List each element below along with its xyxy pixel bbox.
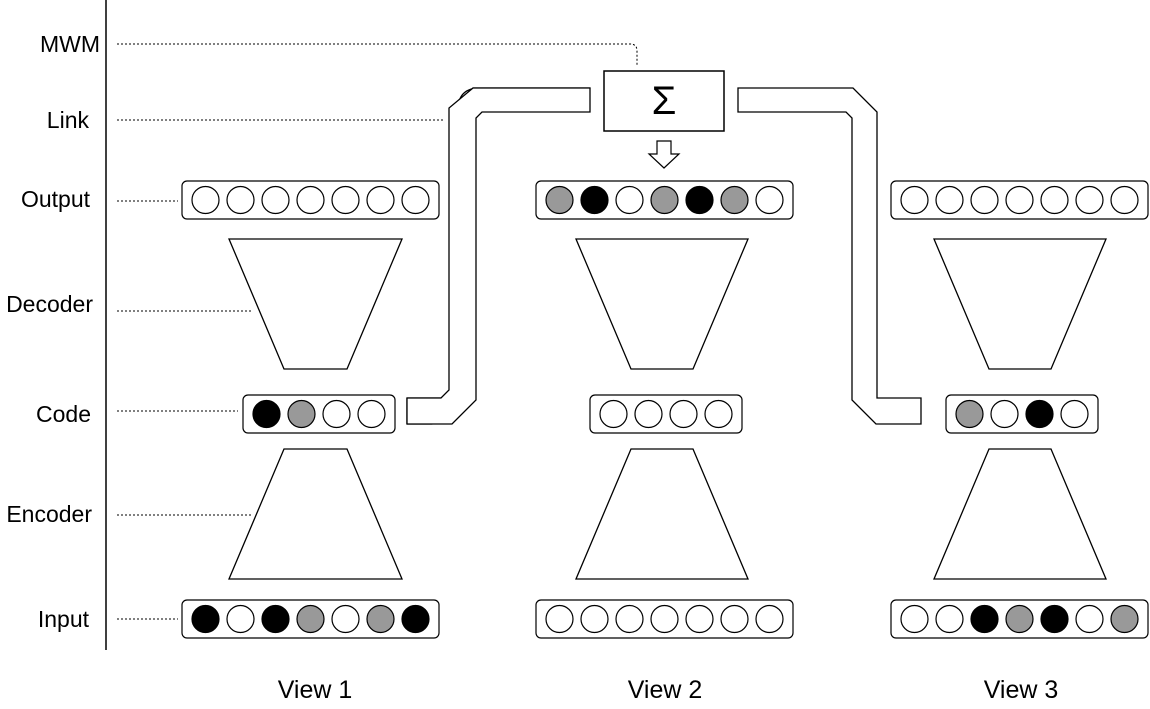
code-node bbox=[990, 399, 1019, 429]
output-node bbox=[900, 185, 929, 215]
row-label-input: Input bbox=[38, 606, 90, 632]
output-node bbox=[615, 185, 644, 215]
code-node bbox=[252, 399, 281, 429]
output-node bbox=[366, 185, 395, 215]
row-label-link: Link bbox=[47, 107, 90, 133]
input-node bbox=[720, 604, 749, 634]
code-layer-view-1 bbox=[242, 394, 396, 434]
code-node bbox=[599, 399, 628, 429]
input-node bbox=[401, 604, 430, 634]
leader-mwm bbox=[117, 43, 638, 66]
code-layer-view-3 bbox=[945, 394, 1099, 434]
input-node bbox=[226, 604, 255, 634]
input-node bbox=[1110, 604, 1139, 634]
code-node bbox=[322, 399, 351, 429]
code-layer-view-2 bbox=[589, 394, 743, 434]
output-node bbox=[720, 185, 749, 215]
output-node bbox=[191, 185, 220, 215]
link-pipe-left-body bbox=[406, 87, 591, 425]
row-label-mwm: MWM bbox=[40, 31, 100, 57]
input-node bbox=[296, 604, 325, 634]
output-node bbox=[1040, 185, 1069, 215]
row-label-code: Code bbox=[36, 401, 91, 427]
link-pipe-right bbox=[737, 87, 922, 425]
view-label-3: View 3 bbox=[984, 676, 1059, 704]
output-node bbox=[935, 185, 964, 215]
input-node bbox=[685, 604, 714, 634]
output-node bbox=[226, 185, 255, 215]
input-node bbox=[366, 604, 395, 634]
output-node bbox=[545, 185, 574, 215]
input-node bbox=[1075, 604, 1104, 634]
code-node bbox=[634, 399, 663, 429]
input-node bbox=[331, 604, 360, 634]
input-node bbox=[970, 604, 999, 634]
output-node bbox=[580, 185, 609, 215]
output-node bbox=[261, 185, 290, 215]
code-node bbox=[357, 399, 386, 429]
row-label-encoder: Encoder bbox=[6, 501, 92, 527]
sum-block bbox=[603, 70, 725, 132]
decoder-view-1 bbox=[228, 238, 403, 370]
code-node bbox=[287, 399, 316, 429]
encoder-view-1 bbox=[228, 448, 403, 580]
output-node bbox=[1110, 185, 1139, 215]
output-node bbox=[401, 185, 430, 215]
code-node bbox=[1060, 399, 1089, 429]
input-node bbox=[650, 604, 679, 634]
input-node bbox=[545, 604, 574, 634]
node-layers bbox=[181, 180, 1149, 639]
leader-lines bbox=[117, 43, 638, 620]
output-node bbox=[1005, 185, 1034, 215]
decoder-view-2 bbox=[575, 238, 749, 370]
encoder-view-3 bbox=[933, 448, 1107, 580]
output-node bbox=[755, 185, 784, 215]
input-node bbox=[935, 604, 964, 634]
row-label-decoder: Decoder bbox=[6, 291, 93, 317]
input-node bbox=[755, 604, 784, 634]
output-node bbox=[331, 185, 360, 215]
input-node bbox=[1005, 604, 1034, 634]
down-arrow-icon bbox=[647, 140, 681, 169]
input-node bbox=[261, 604, 290, 634]
view-label-2: View 2 bbox=[628, 676, 703, 704]
output-node bbox=[296, 185, 325, 215]
code-node bbox=[1025, 399, 1054, 429]
input-node bbox=[615, 604, 644, 634]
code-node bbox=[704, 399, 733, 429]
encoder-view-2 bbox=[575, 448, 749, 580]
row-label-output: Output bbox=[21, 186, 91, 212]
output-node bbox=[685, 185, 714, 215]
input-node bbox=[900, 604, 929, 634]
code-node bbox=[955, 399, 984, 429]
output-node bbox=[970, 185, 999, 215]
view-label-1: View 1 bbox=[278, 676, 353, 704]
input-node bbox=[580, 604, 609, 634]
code-node bbox=[669, 399, 698, 429]
output-node bbox=[650, 185, 679, 215]
input-node bbox=[1040, 604, 1069, 634]
input-node bbox=[191, 604, 220, 634]
link-pipe-left bbox=[406, 87, 591, 425]
decoder-view-3 bbox=[933, 238, 1107, 370]
sum-symbol: Σ bbox=[652, 79, 677, 123]
output-node bbox=[1075, 185, 1104, 215]
